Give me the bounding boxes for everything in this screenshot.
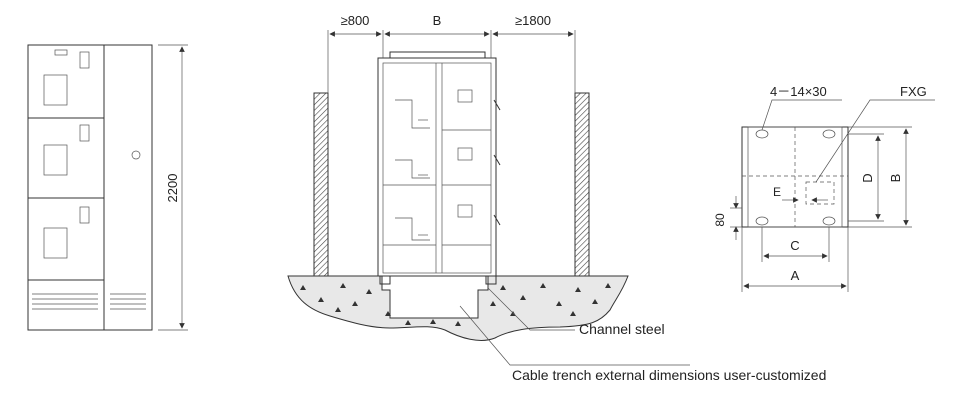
fxg-label: FXG [900,84,927,99]
left-wall [313,92,329,277]
dim-b-side-label: B [888,174,903,183]
dim-d-label: D [860,173,875,182]
dim-a-label: A [791,268,800,283]
side-view: ≥800 B ≥1800 Channel steel Cable trench … [287,13,826,383]
dim-80-label: 80 [713,213,727,227]
right-clearance-label: ≥1800 [515,13,551,28]
cabinet-width-label: B [433,13,442,28]
cable-trench-label: Cable trench external dimensions user-cu… [512,367,826,383]
dim-e-label: E [773,185,781,199]
foundation-plan: E 4－14×30 FXG D B 80 C A [713,84,935,292]
front-view: 2200 [27,44,188,331]
vent-grille [32,293,146,310]
channel-steel-label: Channel steel [579,321,665,337]
left-clearance-label: ≥800 [341,13,370,28]
right-wall [574,92,590,277]
mounting-hole-spec-label: 4－14×30 [770,84,827,99]
ground-trench [287,275,629,341]
dim-c-label: C [790,238,799,253]
height-dimension-label: 2200 [165,174,180,203]
